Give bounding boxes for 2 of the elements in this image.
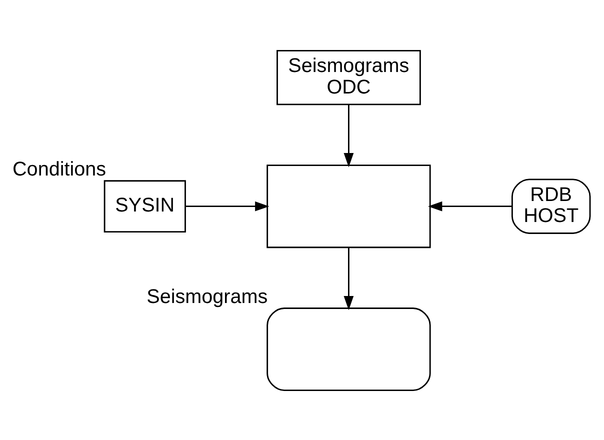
node-label: Seismograms	[146, 285, 268, 308]
node-label: Conditions	[12, 158, 106, 180]
